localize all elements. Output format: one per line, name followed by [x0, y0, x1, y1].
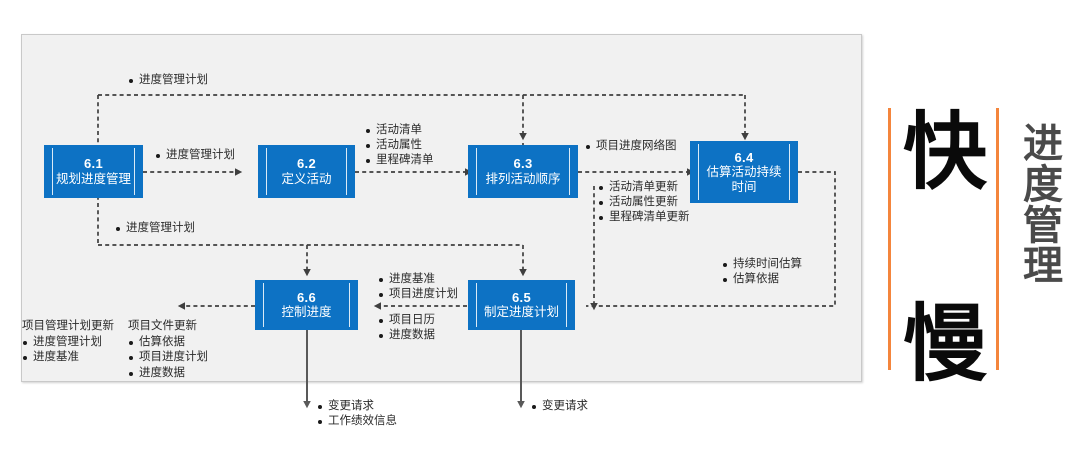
label-6-6-out-left-project-mgmt-plan-updates: 项目管理计划更新 进度管理计划 进度基准 [22, 319, 114, 366]
process-box-6-5[interactable]: 6.5 制定进度计划 [468, 280, 575, 330]
process-number: 6.4 [734, 149, 754, 165]
char-fast: 快 [903, 103, 988, 201]
label-item: 项目进度计划 [128, 350, 208, 365]
process-name: 规划进度管理 [55, 171, 131, 186]
char-slow: 慢 [903, 295, 988, 393]
process-name-line-2: 时间 [731, 179, 757, 194]
label-6-3-to-6-5: 活动清单更新 活动属性更新 里程碑清单更新 [598, 180, 690, 226]
label-item: 进度基准 [22, 350, 114, 365]
label-6-5-to-6-6-top: 进度基准 项目进度计划 [378, 272, 458, 302]
label-item: 进度管理计划 [155, 148, 235, 163]
process-number: 6.5 [512, 289, 531, 305]
label-group-header: 项目管理计划更新 [22, 320, 114, 332]
label-item: 进度管理计划 [22, 335, 114, 350]
label-item: 项目日历 [378, 313, 435, 328]
label-6-6-out-bottom: 变更请求 工作绩效信息 [317, 399, 397, 429]
label-item: 活动清单更新 [598, 180, 690, 195]
vertical-title: 进 度 管 理 [1016, 124, 1070, 287]
process-name: 定义活动 [281, 171, 332, 186]
label-item: 项目进度计划 [378, 287, 458, 302]
process-name: 控制进度 [281, 305, 332, 320]
label-lower-feedback: 进度管理计划 [115, 221, 195, 236]
process-number: 6.1 [84, 156, 103, 172]
label-item: 活动清单 [365, 123, 434, 138]
vertical-title-char: 理 [1023, 243, 1063, 290]
label-6-5-to-6-6-bottom: 项目日历 进度数据 [378, 313, 435, 343]
label-6-5-out-bottom: 变更请求 [531, 399, 588, 414]
process-box-6-6[interactable]: 6.6 控制进度 [255, 280, 358, 330]
vertical-title-char: 度 [1023, 161, 1063, 208]
label-6-4-to-6-5: 持续时间估算 估算依据 [722, 257, 802, 287]
label-6-3-to-6-4: 项目进度网络图 [585, 139, 677, 154]
label-item: 变更请求 [531, 399, 588, 414]
process-name: 制定进度计划 [483, 305, 559, 320]
label-item: 活动属性 [365, 138, 434, 153]
label-item: 进度管理计划 [115, 221, 195, 236]
process-number: 6.2 [297, 156, 316, 172]
process-box-6-1[interactable]: 6.1 规划进度管理 [44, 145, 143, 198]
label-6-1-to-6-2: 进度管理计划 [155, 148, 235, 163]
label-item: 持续时间估算 [722, 257, 802, 272]
vertical-title-char: 管 [1023, 202, 1063, 249]
label-item: 估算依据 [128, 335, 208, 350]
label-6-2-to-6-3: 活动清单 活动属性 里程碑清单 [365, 123, 434, 169]
label-item: 进度管理计划 [128, 73, 208, 88]
label-item: 工作绩效信息 [317, 414, 397, 429]
label-item: 进度基准 [378, 272, 458, 287]
label-top-feedback: 进度管理计划 [128, 73, 208, 88]
label-item: 活动属性更新 [598, 195, 690, 210]
process-number: 6.3 [513, 156, 533, 172]
label-group-header: 项目文件更新 [128, 320, 197, 332]
process-name: 排列活动顺序 [485, 171, 561, 186]
vertical-title-char: 进 [1023, 121, 1063, 167]
process-number: 6.6 [297, 289, 316, 305]
label-6-6-out-left-project-document-updates: 项目文件更新 估算依据 项目进度计划 进度数据 [128, 319, 208, 381]
label-item: 里程碑清单更新 [598, 210, 690, 225]
accent-line-left [888, 108, 891, 370]
label-item: 进度数据 [128, 366, 208, 381]
accent-line-right [996, 108, 999, 370]
label-item: 进度数据 [378, 328, 435, 343]
label-item: 项目进度网络图 [585, 139, 677, 154]
process-box-6-4[interactable]: 6.4 估算活动持续 时间 [690, 141, 798, 203]
process-box-6-2[interactable]: 6.2 定义活动 [258, 145, 355, 198]
label-item: 估算依据 [722, 272, 802, 287]
process-box-6-3[interactable]: 6.3 排列活动顺序 [468, 145, 578, 198]
process-name-line-1: 估算活动持续 [706, 164, 782, 179]
label-item: 变更请求 [317, 399, 397, 414]
label-item: 里程碑清单 [365, 153, 434, 168]
